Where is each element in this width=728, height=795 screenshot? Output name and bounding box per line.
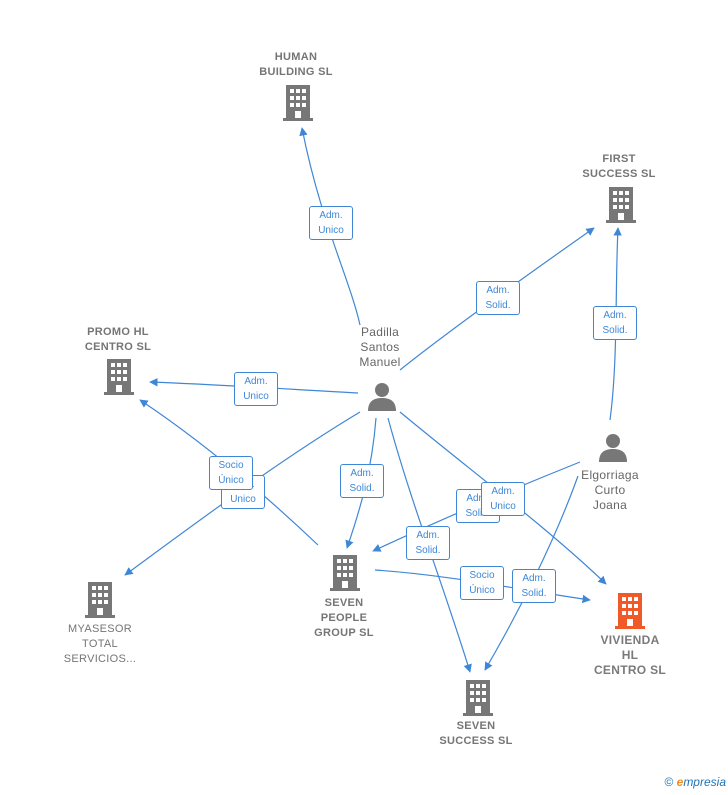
node-label-first-success: FIRST SUCCESS SL bbox=[582, 153, 656, 180]
building-icon[interactable] bbox=[283, 85, 313, 126]
node-label-human-building: HUMAN BUILDING SL bbox=[259, 51, 333, 78]
node-label-elgorriaga: Elgorriaga Curto Joana bbox=[581, 468, 639, 512]
person-icon[interactable] bbox=[598, 432, 628, 467]
edge-label-padilla-seven-people: Adm. Solid. bbox=[340, 464, 384, 498]
edge-label-seven-people-vivienda: Socio Único bbox=[460, 566, 504, 600]
edge-label-padilla-promo: Adm. Unico bbox=[234, 372, 278, 406]
building-icon[interactable] bbox=[85, 582, 115, 623]
node-label-myasesor: MYASESOR TOTAL SERVICIOS... bbox=[63, 623, 137, 665]
node-label-seven-success: SEVEN SUCCESS SL bbox=[439, 720, 513, 747]
edge-padilla-human bbox=[299, 127, 361, 326]
node-label-padilla: Padilla Santos Manuel bbox=[359, 325, 401, 369]
edge-label-padilla-seven-success: Adm. Solid. bbox=[406, 526, 450, 560]
edge-label-elgorriaga-seven-success: Adm. Solid. bbox=[512, 569, 556, 603]
node-label-vivienda: VIVIENDA HL CENTRO SL bbox=[593, 633, 667, 677]
edge-label-padilla-human: Adm. Unico bbox=[309, 206, 353, 240]
brand-name: mpresia bbox=[683, 775, 726, 789]
building-icon-focus[interactable] bbox=[615, 593, 645, 634]
node-label-promo-hl: PROMO HL CENTRO SL bbox=[84, 326, 152, 353]
building-icon[interactable] bbox=[606, 187, 636, 228]
node-label-seven-people: SEVEN PEOPLE GROUP SL bbox=[314, 597, 374, 639]
copyright-icon: © bbox=[664, 775, 674, 789]
edge-label-padilla-first: Adm. Solid. bbox=[476, 281, 520, 315]
brand-logo-letter: e bbox=[676, 775, 684, 789]
edge-label-seven-people-promo: Socio Único bbox=[209, 456, 253, 490]
building-icon[interactable] bbox=[330, 555, 360, 596]
edge-label-elgorriaga-first: Adm. Solid. bbox=[593, 306, 637, 340]
edge-label-padilla-vivienda: Adm. Unico bbox=[481, 482, 525, 516]
building-icon[interactable] bbox=[463, 680, 493, 721]
person-icon[interactable] bbox=[367, 381, 397, 416]
building-icon[interactable] bbox=[104, 359, 134, 400]
brand-footer[interactable]: © empresia bbox=[664, 775, 726, 789]
